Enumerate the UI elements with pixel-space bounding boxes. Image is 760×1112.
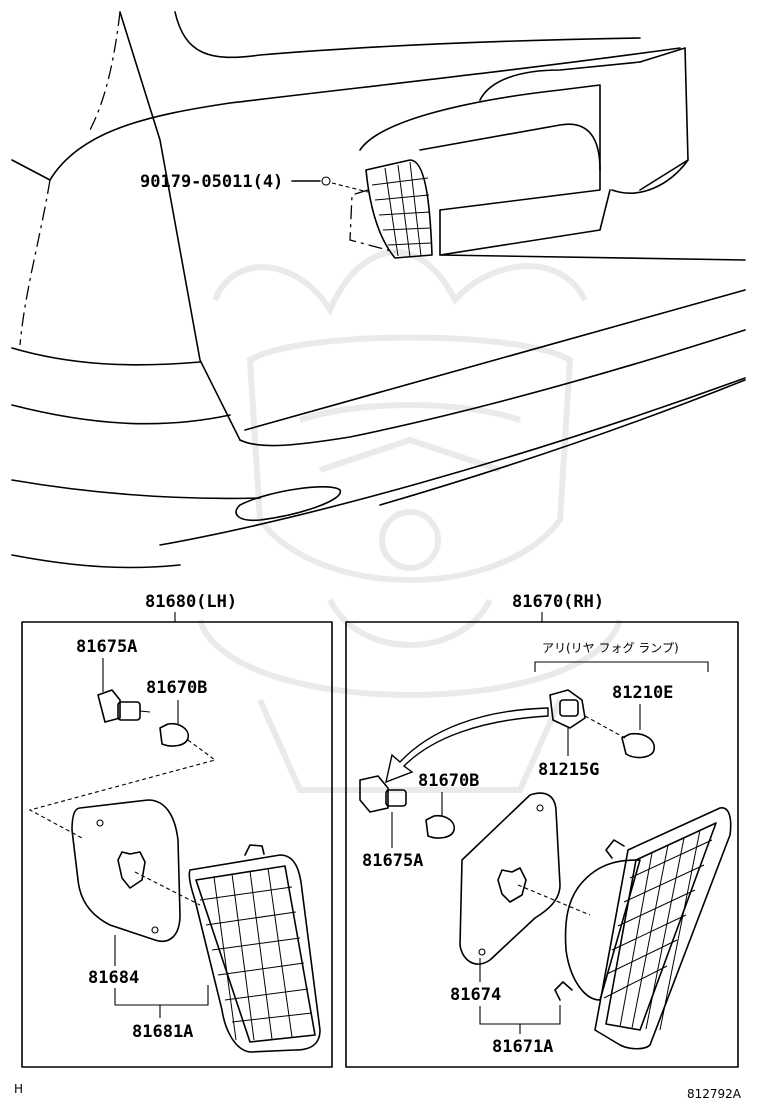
curved-arrow-icon <box>385 707 549 784</box>
corner-code-left: H <box>14 1082 23 1096</box>
bulb-rh-icon <box>425 814 456 839</box>
bulb-fog-icon <box>621 732 655 759</box>
rh-assembly-box <box>345 621 739 1068</box>
label-gasket-lh: 81684 <box>88 968 139 988</box>
label-bulb-fog: 81210E <box>612 683 673 703</box>
vehicle-rear-sketch <box>11 11 746 569</box>
bulb-lh-icon <box>159 722 190 747</box>
label-socket-lh: 81675A <box>76 637 137 657</box>
label-assy-rh: 81670(RH) <box>512 592 604 612</box>
samurai-helmet-icon <box>197 249 623 793</box>
label-bulb-lh: 81670B <box>146 678 207 698</box>
label-bulb-rh: 81670B <box>418 771 479 791</box>
label-socket-rh: 81675A <box>362 851 423 871</box>
label-option-note: アリ(リヤ フォグ ランプ) <box>542 641 679 655</box>
label-socket-fog: 81215G <box>538 760 599 780</box>
socket-rh-icon <box>359 775 407 813</box>
label-assy-lh: 81680(LH) <box>145 592 237 612</box>
gasket-lh-icon <box>71 799 181 942</box>
lh-assembly-box <box>21 621 333 1068</box>
lamp-lens-lh-icon <box>188 844 321 1053</box>
socket-lh-icon <box>97 689 151 723</box>
label-lens-lh: 81681A <box>132 1022 193 1042</box>
socket-fog-icon <box>549 689 586 729</box>
lamp-lens-rh-icon <box>554 807 732 1050</box>
figure-number: 812792A <box>687 1087 742 1101</box>
label-bolt: 90179-05011(4) <box>140 172 283 192</box>
label-gasket-rh: 81674 <box>450 985 501 1005</box>
label-lens-rh: 81671A <box>492 1037 553 1057</box>
gasket-rh-icon <box>459 792 561 965</box>
